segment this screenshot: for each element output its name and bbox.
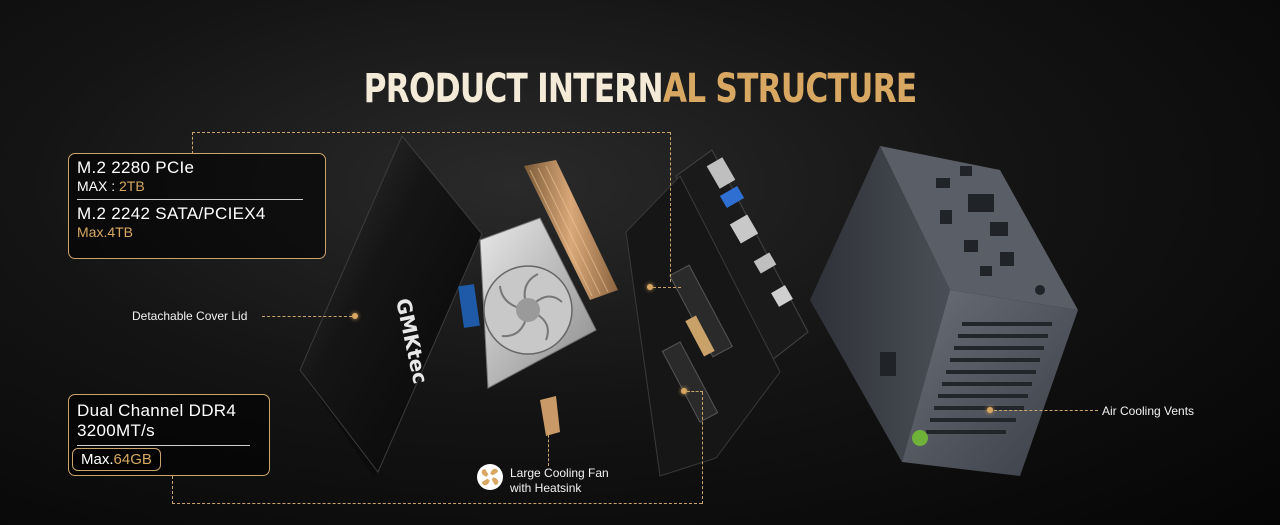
callout-vents: Air Cooling Vents [1102,404,1195,418]
frame-bottom-right-connector [702,392,703,504]
storage-max-value: 2TB [119,178,145,194]
callout-fan-line-2: with Heatsink [510,481,582,495]
chassis [810,146,1078,476]
callout-fan: Large Cooling Fan with Heatsink [510,466,609,496]
fan-heatsink [479,160,618,436]
storage-line-1: M.2 2280 PCIe [77,158,195,177]
cover-lid: GMKtec [299,135,483,478]
board-dot-storage [647,284,653,290]
callout-cover-line [262,316,352,317]
storage-line-1-max: MAX : 2TB [77,178,317,195]
storage-divider [77,199,303,200]
storage-line-2: M.2 2242 SATA/PCIEX4 [77,204,266,223]
memory-line-1: Dual Channel DDR4 [77,401,237,420]
frame-top-line [192,132,670,133]
callout-cover-dot [352,313,358,319]
frame-right-connector [670,132,671,282]
memory-max-box: Max.64GB [72,448,161,471]
fan-icon [477,464,503,490]
motherboard [625,149,809,477]
board-memory-line [687,391,703,392]
storage-max-label: MAX : [77,178,120,194]
frame-left-connector-bottom [172,476,173,504]
memory-max-value: 64GB [113,451,152,468]
callout-fan-line [548,430,549,466]
callout-vents-line [994,410,1098,411]
storage-spec-box: M.2 2280 PCIe MAX : 2TB M.2 2242 SATA/PC… [68,153,326,259]
frame-left-connector-top [192,132,193,154]
callout-fan-line-1: Large Cooling Fan [510,466,609,480]
frame-bottom-line [172,503,702,504]
board-storage-line [653,287,681,288]
board-dot-memory [681,388,687,394]
memory-max-label: Max. [81,451,114,468]
title-part-white: PRODUCT INTERN [363,66,664,112]
memory-line-2: 3200MT/s [77,421,155,440]
title-part-gold: AL STRUCTURE [662,66,917,112]
memory-divider [77,445,250,446]
page-title: PRODUCT INTERNAL STRUCTURE [141,66,1139,112]
callout-cover-lid: Detachable Cover Lid [132,309,248,323]
storage-line-2-max: Max.4TB [77,224,134,240]
callout-vents-dot [987,407,993,413]
